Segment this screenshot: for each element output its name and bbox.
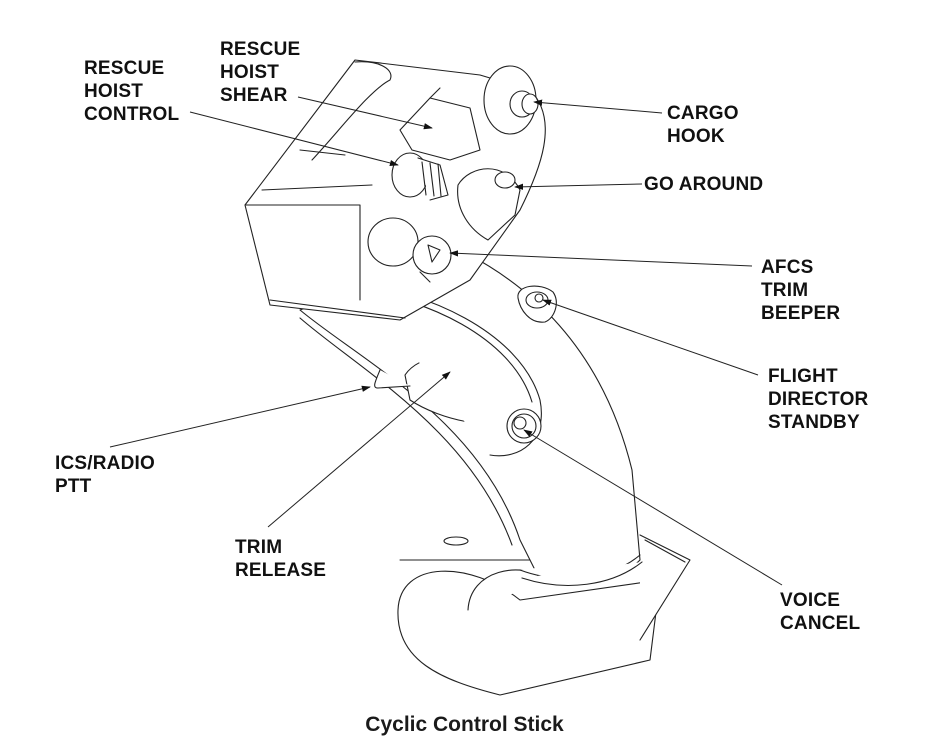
callout-line: CANCEL — [780, 613, 861, 634]
callout-cargo-hook: CARGO HOOK — [667, 102, 739, 148]
callout-rescue-hoist-control: RESCUE HOIST CONTROL — [84, 57, 179, 126]
leader-ics-radio-ptt — [109, 385, 371, 448]
callout-line: TRIM — [761, 280, 809, 301]
callout-line: VOICE — [780, 590, 841, 611]
callout-line: PTT — [55, 476, 92, 497]
callout-line: CARGO — [667, 103, 739, 124]
leader-flight-director-standby — [542, 299, 759, 376]
leader-afcs-trim-beeper — [449, 250, 753, 267]
figure-caption: Cyclic Control Stick — [0, 713, 929, 737]
callout-ics-radio-ptt: ICS/RADIO PTT — [55, 452, 155, 498]
callout-line: DIRECTOR — [768, 389, 869, 410]
callout-line: RESCUE — [84, 58, 165, 79]
callout-line: AFCS — [761, 257, 814, 278]
leader-go-around — [514, 183, 643, 190]
callout-line: ICS/RADIO — [55, 453, 155, 474]
callout-rescue-hoist-shear: RESCUE HOIST SHEAR — [220, 38, 300, 107]
grip-head — [244, 59, 546, 321]
callout-afcs-trim-beeper: AFCS TRIM BEEPER — [761, 256, 840, 325]
figure-title: Cyclic Control Stick — [365, 713, 564, 736]
leader-rescue-hoist-shear — [297, 96, 433, 130]
leader-trim-release — [267, 371, 451, 528]
callout-line: SHEAR — [220, 85, 288, 106]
base-cylinder — [397, 534, 691, 696]
callout-line: RESCUE — [220, 39, 301, 60]
callout-line: HOIST — [220, 62, 280, 83]
callout-line: STANDBY — [768, 412, 860, 433]
callout-line: CONTROL — [84, 104, 180, 125]
callout-line: RELEASE — [235, 560, 327, 581]
callout-line: FLIGHT — [768, 366, 838, 387]
callout-go-around: GO AROUND — [644, 173, 763, 196]
leader-voice-cancel — [523, 429, 783, 586]
leader-rescue-hoist-control — [189, 111, 399, 167]
callout-line: BEEPER — [761, 303, 841, 324]
callout-flight-director-standby: FLIGHT DIRECTOR STANDBY — [768, 365, 868, 434]
voice-cancel-switch — [506, 408, 542, 444]
leader-cargo-hook — [533, 99, 663, 114]
callout-voice-cancel: VOICE CANCEL — [780, 589, 860, 635]
callout-line: HOIST — [84, 81, 144, 102]
callout-trim-release: TRIM RELEASE — [235, 536, 326, 582]
callout-line: TRIM — [235, 537, 283, 558]
callout-line: HOOK — [667, 126, 725, 147]
callout-line: GO AROUND — [644, 174, 764, 195]
